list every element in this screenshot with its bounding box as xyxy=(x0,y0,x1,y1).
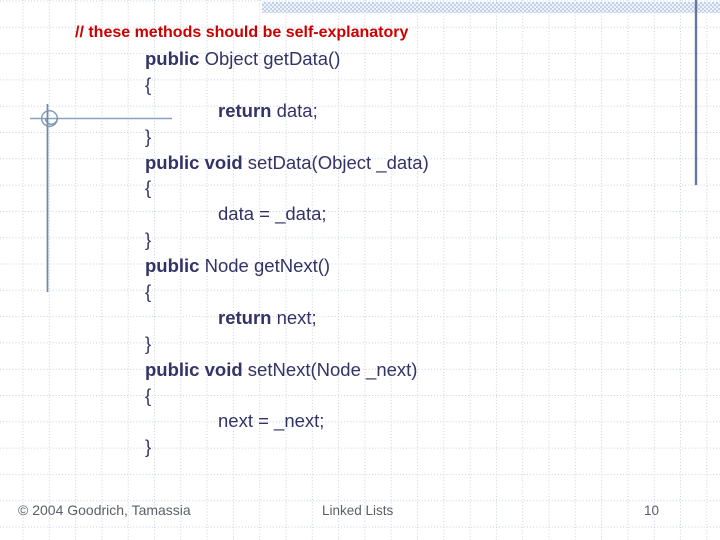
code-line: public void setData(Object _data) xyxy=(145,150,429,176)
code-text: setNext(Node _next) xyxy=(242,358,418,380)
code-keyword: public void xyxy=(145,151,243,173)
code-line: public void setNext(Node _next) xyxy=(145,357,429,383)
compass-arc xyxy=(44,118,58,125)
code-keyword: public void xyxy=(145,358,243,380)
code-comment: // these methods should be self-explanat… xyxy=(75,24,409,41)
code-line: return data; xyxy=(218,98,429,124)
code-line: public Node getNext() xyxy=(145,253,429,279)
code-block: public Object getData(){return data;}pub… xyxy=(0,46,429,460)
code-text: Object getData() xyxy=(199,48,341,69)
code-text: data = _data; xyxy=(218,203,327,225)
code-text: setData(Object _data) xyxy=(242,151,429,173)
code-line: return next; xyxy=(218,305,429,331)
code-text: } xyxy=(145,229,152,251)
code-line: { xyxy=(145,72,429,98)
compass-circle xyxy=(41,109,59,127)
code-text: next; xyxy=(271,306,317,328)
code-text: { xyxy=(145,177,152,199)
code-line: next = _next; xyxy=(218,408,429,434)
code-text: } xyxy=(145,436,152,458)
code-line: data = _data; xyxy=(218,201,429,227)
code-keyword: public xyxy=(145,48,200,69)
code-line: } xyxy=(145,434,429,460)
code-text: } xyxy=(145,125,152,147)
code-line: { xyxy=(145,383,429,409)
code-keyword: return xyxy=(218,99,272,121)
code-line: } xyxy=(145,124,429,150)
code-line: public Object getData() xyxy=(145,46,429,72)
code-text: data; xyxy=(271,99,318,121)
code-text: { xyxy=(145,384,152,406)
code-keyword: return xyxy=(218,306,272,328)
footer-copyright: © 2004 Goodrich, Tamassia xyxy=(18,502,191,518)
code-text: next = _next; xyxy=(218,410,325,432)
code-text: { xyxy=(145,73,152,95)
code-text: Node getNext() xyxy=(199,255,331,277)
code-text: } xyxy=(145,332,152,354)
footer-slide-title: Linked Lists xyxy=(322,503,394,518)
code-line: } xyxy=(145,331,429,357)
code-keyword: public xyxy=(145,255,200,277)
top-accent-band xyxy=(262,2,720,13)
code-text: { xyxy=(145,281,152,303)
code-line: } xyxy=(145,227,429,253)
footer-page-number: 10 xyxy=(644,503,660,518)
code-line: { xyxy=(145,279,429,305)
code-line: { xyxy=(145,175,429,201)
